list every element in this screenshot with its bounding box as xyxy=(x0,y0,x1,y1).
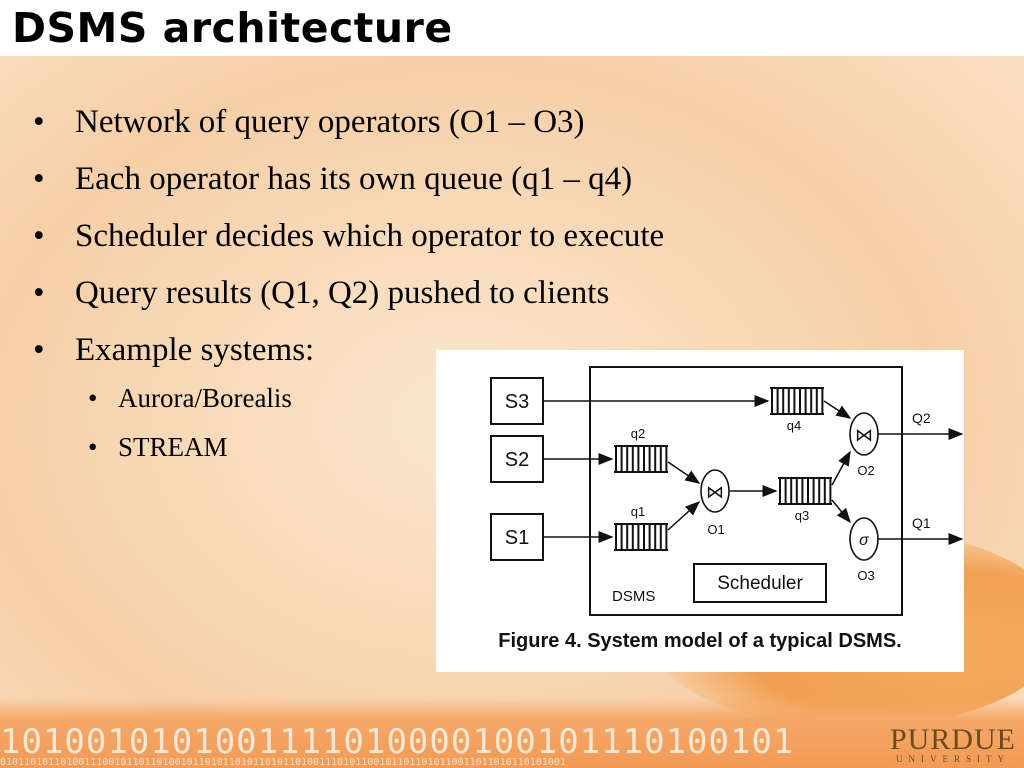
operator-o2: ⋈ O2 xyxy=(849,412,879,478)
svg-text:S2: S2 xyxy=(505,449,529,471)
binary-text: 1010010101001111010000100101110100101 xyxy=(0,722,795,762)
svg-text:⋈: ⋈ xyxy=(855,425,873,445)
flow-arrows xyxy=(543,395,964,545)
queue-label-q1: q1 xyxy=(631,504,645,519)
queue-q1 xyxy=(614,523,668,551)
queue-q2 xyxy=(614,445,668,473)
binary-text-small: 0101101011010011100101101101001011010110… xyxy=(0,757,566,768)
bullet-list: Network of query operators (O1 – O3) Eac… xyxy=(30,94,664,379)
scheduler-label: Scheduler xyxy=(717,573,803,594)
bullet-item: Query results (Q1, Q2) pushed to clients xyxy=(30,265,664,322)
operator-o3: σ O3 xyxy=(849,517,879,583)
queue-q3 xyxy=(778,477,832,505)
queue-q4 xyxy=(770,387,824,415)
output-q1: Q1 xyxy=(912,515,931,531)
operator-o1: ⋈ O1 xyxy=(700,469,730,537)
dsms-figure: DSMS Scheduler S3 S2 S1 q4 q2 q3 q1 ⋈ xyxy=(436,350,964,672)
figure-caption: Figure 4. System model of a typical DSMS… xyxy=(498,630,902,652)
svg-text:⋈: ⋈ xyxy=(706,482,724,502)
svg-text:σ: σ xyxy=(859,532,870,549)
svg-text:S1: S1 xyxy=(505,527,529,549)
slide-title: DSMS architecture xyxy=(12,4,453,52)
source-s1: S1 xyxy=(490,513,544,561)
scheduler-box xyxy=(693,563,827,603)
source-s2: S2 xyxy=(490,435,544,483)
dsms-box xyxy=(589,366,903,616)
svg-text:S3: S3 xyxy=(505,391,529,413)
bullet-item: Scheduler decides which operator to exec… xyxy=(30,208,664,265)
dsms-label: DSMS xyxy=(612,588,655,605)
svg-text:O3: O3 xyxy=(857,568,874,583)
bullet-item: Example systems: xyxy=(30,322,664,379)
bullet-item: Each operator has its own queue (q1 – q4… xyxy=(30,151,664,208)
svg-text:O1: O1 xyxy=(707,522,724,537)
logo-main-text: PURDUE xyxy=(889,723,1016,756)
logo-sub-text: UNIVERSITY xyxy=(895,754,1010,764)
bullet-item: Network of query operators (O1 – O3) xyxy=(30,94,664,151)
sub-bullet-item: Aurora/Borealis xyxy=(88,374,292,423)
svg-text:O2: O2 xyxy=(857,463,874,478)
output-q2: Q2 xyxy=(912,410,931,426)
queue-label-q3: q3 xyxy=(795,508,809,523)
source-s3: S3 xyxy=(490,377,544,425)
queue-label-q4: q4 xyxy=(787,418,801,433)
footer-binary-band: 1010010101001111010000100101110100101 01… xyxy=(0,698,1024,768)
sub-bullet-list: Aurora/Borealis STREAM xyxy=(88,374,292,472)
title-bar: DSMS architecture xyxy=(0,0,1024,56)
purdue-logo: PURDUE UNIVERSITY xyxy=(889,723,1016,765)
queue-label-q2: q2 xyxy=(631,426,645,441)
dsms-diagram: DSMS Scheduler S3 S2 S1 q4 q2 q3 q1 ⋈ xyxy=(490,366,964,616)
sub-bullet-item: STREAM xyxy=(88,423,292,472)
